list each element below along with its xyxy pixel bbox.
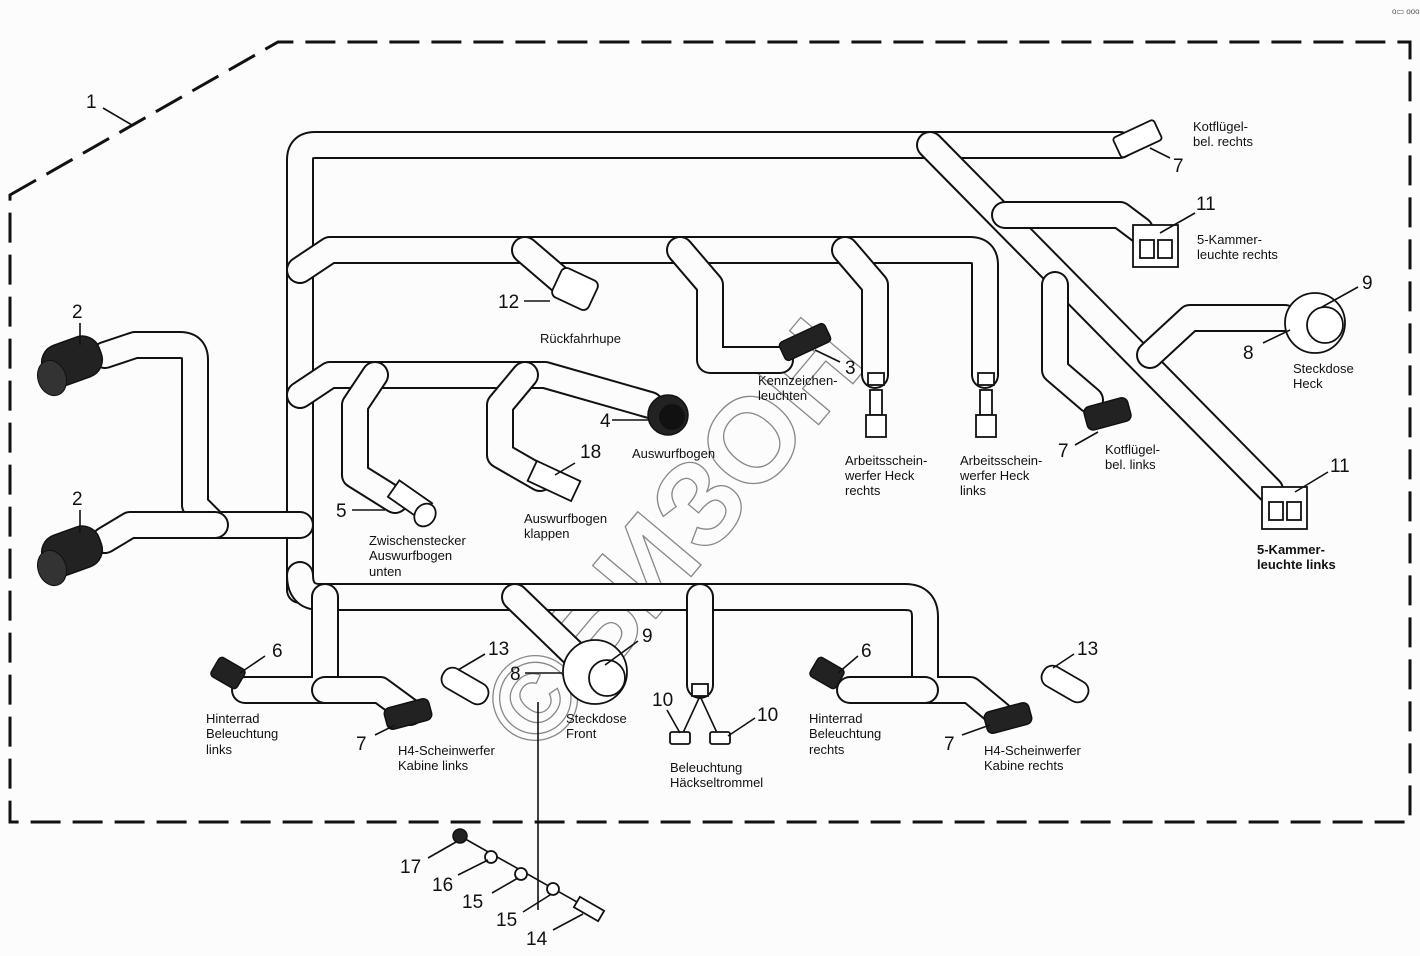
label-zwischenstecker: Zwischenstecker Auswurfbogen unten [369,533,469,579]
callout-16: 16 [432,875,453,896]
mounting-hardware [452,828,606,923]
connector-18-klappen [526,459,582,503]
callout-7-kotfluegel-rechts: 7 [1173,156,1184,177]
label-kotfluegel-links: Kotflügel- bel. links [1105,442,1164,472]
connector-arbeits-rechts [865,372,887,438]
callout-2-lower: 2 [72,489,83,510]
callout-7-h4-rechts: 7 [944,734,955,755]
callout-15-lower: 15 [496,910,517,931]
label-h4-rechts: H4-Scheinwerfer Kabine rechts [984,743,1084,773]
label-kennzeichenleuchten: Kennzeichen- leuchten [758,373,841,403]
connector-2-upper [36,335,104,397]
connector-7-h4-links [383,698,433,730]
label-5-kammer-rechts: 5-Kammer- leuchte rechts [1197,232,1278,262]
callout-18: 18 [580,442,601,463]
callout-14: 14 [526,929,548,950]
connector-11-kammer-links [1261,486,1308,530]
assembly-boundary [8,40,1412,824]
connector-13-h4-rechts [1040,664,1090,704]
label-auswurfbogen: Auswurfbogen [632,446,715,461]
connector-4-auswurfbogen [647,394,689,436]
callout-17: 17 [400,857,421,878]
callout-13-left: 13 [488,639,509,660]
label-hinterrad-links: Hinterrad Beleuchtung links [206,711,282,757]
callout-11-links: 11 [1330,456,1350,477]
connector-5-zwischenstecker [386,479,437,528]
connector-2-lower [36,525,104,587]
callout-15-upper: 15 [462,892,483,913]
connector-7-kotfluegel-links [1083,397,1132,431]
callout-7-kotfluegel-links: 7 [1058,441,1069,462]
callout-10-left: 10 [652,690,673,711]
callout-3: 3 [845,358,856,379]
connector-6-hinterrad-rechts [809,656,845,690]
callout-4: 4 [600,411,611,432]
callout-7-h4-links: 7 [356,734,367,755]
label-5-kammer-links: 5-Kammer- leuchte links [1257,542,1336,572]
connector-6-hinterrad-links [210,656,246,690]
connector-13-h4-links [440,666,490,706]
callout-6-right: 6 [861,641,872,662]
labels: Kotflügel- bel. rechts 5-Kammer- leuchte… [206,119,1357,790]
callout-11-rechts: 11 [1196,194,1216,215]
callout-10-right: 10 [757,705,778,726]
callout-5: 5 [336,501,347,522]
label-auswurfbogen-klappen: Auswurfbogen klappen [524,511,611,541]
label-arbeitsscheinwerfer-rechts: Arbeitsschein- werfer Heck rechts [844,453,931,498]
callout-8-front: 8 [510,664,521,685]
label-steckdose-heck: Steckdose Heck [1293,361,1357,391]
label-steckdose-front: Steckdose Front [566,711,630,741]
callout-6-left: 6 [272,641,283,662]
callouts: 1 2 2 3 4 5 6 6 7 7 7 7 8 8 9 9 10 10 [72,92,1373,950]
connector-7-h4-rechts [983,702,1033,734]
callout-9-front: 9 [642,626,653,647]
label-arbeitsscheinwerfer-links: Arbeitsschein- werfer Heck links [959,453,1046,498]
callout-12: 12 [498,292,519,313]
connector-9-steckdose-front [562,639,628,705]
connector-arbeits-links [975,372,997,438]
label-rueckfahrhupe: Rückfahrhupe [540,331,621,346]
connector-7-kotfluegel-rechts [1112,119,1163,159]
corner-mark: o▭ ooo [1392,7,1420,16]
label-h4-links: H4-Scheinwerfer Kabine links [398,743,498,773]
callout-8-heck: 8 [1243,343,1254,364]
label-haeckseltrommel: Beleuchtung Häckseltrommel [670,760,763,790]
callout-13-right: 13 [1077,639,1098,660]
connector-12-rueckfahrhupe [551,267,599,311]
label-hinterrad-rechts: Hinterrad Beleuchtung rechts [809,711,885,757]
connector-11-kammer-rechts [1132,224,1179,268]
connector-9-steckdose-heck [1284,292,1346,354]
connector-10-haeckseltrommel [669,683,731,745]
callout-9-heck: 9 [1362,273,1373,294]
callout-2-upper: 2 [72,302,83,323]
callout-1: 1 [86,92,97,113]
connector-3-kennzeichen [778,322,832,362]
label-kotfluegel-rechts: Kotflügel- bel. rechts [1193,119,1253,149]
